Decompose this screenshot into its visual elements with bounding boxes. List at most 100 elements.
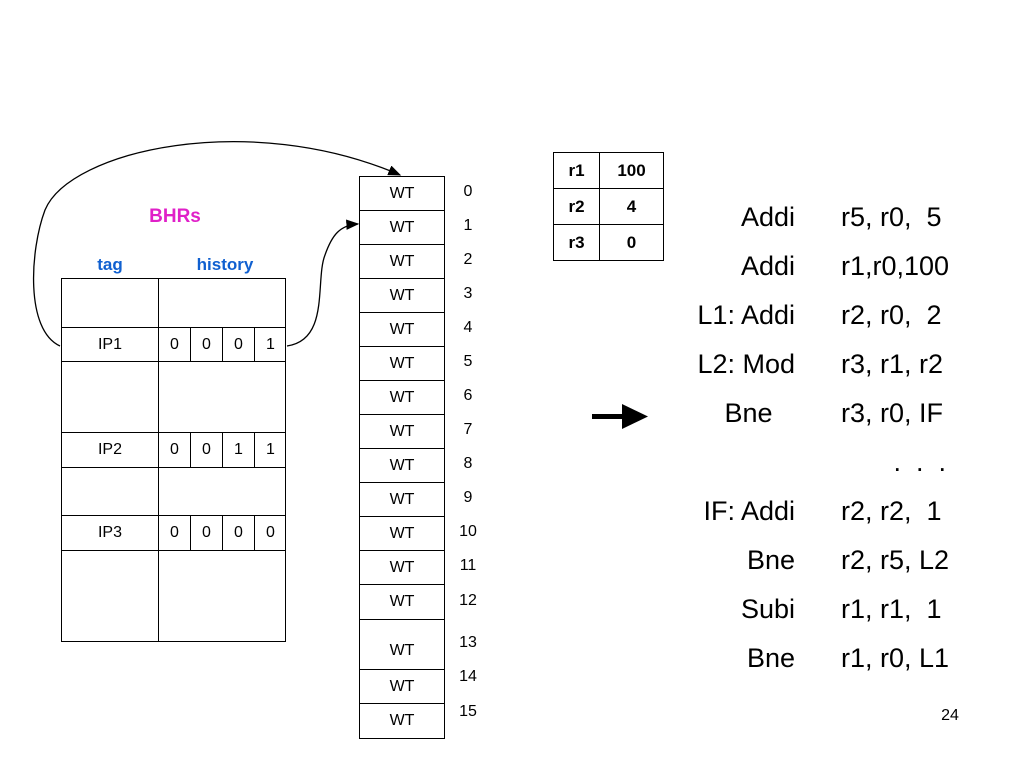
bhr-row-ip2: IP2 0 0 1 1 (62, 432, 285, 468)
wt-cell: WT (389, 712, 415, 729)
bhr-tag: IP3 (97, 524, 122, 541)
wt-index: 10 (459, 523, 477, 540)
code-ellipsis: . . . (841, 447, 947, 477)
current-instruction-arrow-icon (592, 404, 648, 429)
page-number: 24 (941, 707, 959, 724)
wt-index: 11 (459, 557, 477, 574)
register-name: r1 (553, 152, 600, 189)
wt-cell: WT (360, 211, 444, 245)
code-line: Bne r3, r0, IF (600, 398, 990, 447)
wt-cell: WT (360, 313, 444, 347)
register-value: 4 (599, 188, 664, 225)
history-bit: 0 (158, 516, 190, 550)
history-bit: 0 (190, 433, 222, 467)
wt-index: 2 (463, 251, 473, 268)
bhr-row-empty (62, 467, 285, 516)
wt-index: 7 (463, 421, 473, 438)
code-opcode: Addi (740, 202, 795, 232)
wt-index: 5 (463, 353, 473, 370)
wt-cell: WT (360, 551, 444, 585)
history-bit: 1 (254, 433, 286, 467)
code-operands: r2, r2, 1 (841, 496, 942, 526)
history-bit: 0 (190, 328, 222, 361)
code-line: Bne r1, r0, L1 (600, 643, 990, 692)
register-row: r1 100 (553, 152, 664, 189)
code-line: Addi r5, r0, 5 (600, 202, 990, 251)
wt-cell: WT (360, 279, 444, 313)
history-bit: 0 (158, 433, 190, 467)
code-line: Subi r1, r1, 1 (600, 594, 990, 643)
history-bit: 0 (190, 516, 222, 550)
arrow-ip1-to-wt0 (32, 141, 402, 347)
tag-column-header: tag (97, 255, 123, 274)
history-column-header: history (196, 255, 254, 274)
code-operands: r1, r0, L1 (841, 643, 950, 673)
code-operands: r1, r1, 1 (841, 594, 942, 624)
wt-index: 8 (463, 455, 473, 472)
register-row: r3 0 (553, 224, 664, 261)
code-line: L2: Mod r3, r1, r2 (600, 349, 990, 398)
wt-index: 13 (459, 634, 477, 651)
arrow-ip1-history-to-wt1 (286, 219, 360, 347)
register-value: 100 (599, 152, 664, 189)
code-line: Bne r2, r5, L2 (600, 545, 990, 594)
history-bit: 1 (254, 328, 286, 361)
wt-cell: WT (360, 245, 444, 279)
weight-table: WT WT WT WT WT WT WT WT WT WT WT WT WT W… (359, 176, 445, 739)
code-opcode: Subi (740, 594, 795, 624)
wt-cell: WT (360, 483, 444, 517)
code-opcode: Addi (740, 251, 795, 281)
history-bit: 0 (222, 328, 254, 361)
code-line: Addi r1,r0,100 (600, 251, 990, 300)
wt-cell: WT (360, 620, 444, 670)
wt-cell: WT (360, 347, 444, 381)
wt-cell: WT (360, 517, 444, 551)
code-line: L1: Addi r2, r0, 2 (600, 300, 990, 349)
bhr-table: IP1 0 0 0 1 IP2 0 0 1 1 IP3 0 0 0 0 (61, 278, 286, 642)
history-bit: 0 (158, 328, 190, 361)
history-bit: 0 (254, 516, 286, 550)
wt-index: 1 (463, 217, 473, 234)
wt-cell: WT (360, 177, 444, 211)
wt-index: 15 (459, 703, 477, 720)
code-operands: r1,r0,100 (841, 251, 950, 281)
wt-cell: WT (360, 381, 444, 415)
wt-index: 0 (463, 183, 473, 200)
code-opcode: L2: Mod (697, 349, 795, 379)
register-name: r3 (553, 224, 600, 261)
wt-index: 3 (463, 285, 473, 302)
bhr-title: BHRs (149, 206, 201, 227)
wt-cell: WT (360, 585, 444, 620)
wt-index: 9 (463, 489, 473, 506)
bhr-tag: IP2 (97, 441, 122, 458)
wt-cell: WT (360, 415, 444, 449)
code-opcode: IF: Addi (703, 496, 795, 526)
bhr-row-ip3: IP3 0 0 0 0 (62, 515, 285, 551)
code-opcode: Bne (746, 545, 795, 575)
register-table: r1 100 r2 4 r3 0 (553, 152, 664, 261)
code-operands: r3, r0, IF (841, 398, 944, 428)
code-opcode: L1: Addi (697, 300, 795, 330)
wt-index: 14 (459, 668, 477, 685)
code-line: . . . (600, 447, 990, 496)
code-opcode: Bne (746, 643, 795, 673)
bhr-row-ip1: IP1 0 0 0 1 (62, 327, 285, 362)
register-row: r2 4 (553, 188, 664, 225)
wt-index: 6 (463, 387, 473, 404)
register-value: 0 (599, 224, 664, 261)
wt-index: 12 (459, 592, 477, 609)
code-operands: r2, r5, L2 (841, 545, 950, 575)
wt-cell: WT (360, 449, 444, 483)
history-bit: 0 (222, 516, 254, 550)
code-operands: r5, r0, 5 (841, 202, 942, 232)
bhr-tag: IP1 (97, 335, 122, 353)
register-name: r2 (553, 188, 600, 225)
history-bit: 1 (222, 433, 254, 467)
code-operands: r2, r0, 2 (841, 300, 942, 330)
code-operands: r3, r1, r2 (841, 349, 944, 379)
wt-cell: WT (360, 670, 444, 704)
wt-index: 4 (463, 319, 473, 336)
code-opcode: Bne (724, 398, 795, 428)
code-line: IF: Addi r2, r2, 1 (600, 496, 990, 545)
